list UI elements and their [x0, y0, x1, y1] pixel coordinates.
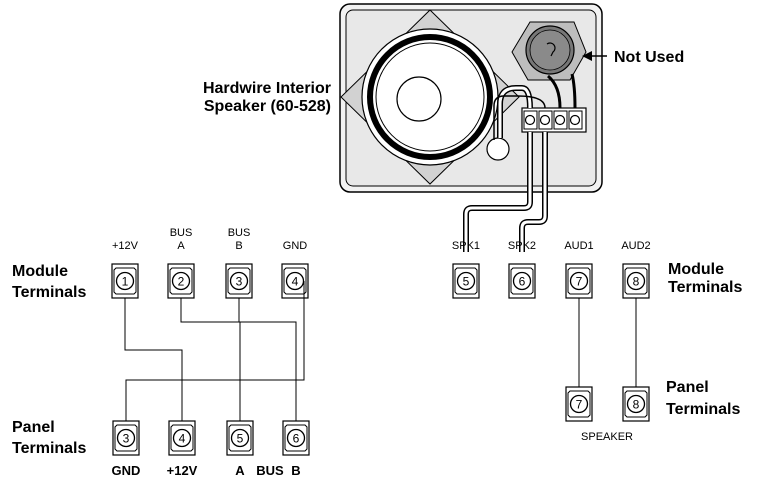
- left-panel-terminal-6: 6: [282, 420, 310, 456]
- bottom-label-12v: +12V: [167, 463, 198, 478]
- left-header-1-line2: +12V: [112, 240, 139, 252]
- not-used-arrowhead: [582, 51, 592, 61]
- right-header-spk1: SPK1: [452, 240, 480, 252]
- buzzer: [511, 21, 587, 81]
- left-panel-terminal-5: 5: [226, 420, 254, 456]
- left-panel-label-line1: Panel: [12, 419, 55, 436]
- left-module-terminal-3: 3: [225, 263, 253, 299]
- svg-text:4: 4: [292, 275, 299, 289]
- svg-text:3: 3: [236, 275, 243, 289]
- not-used-label: Not Used: [614, 49, 684, 66]
- left-panel-terminal-3: 3: [112, 420, 140, 456]
- right-module-terminal-8: 8: [622, 263, 650, 299]
- right-wiring: [578, 298, 637, 387]
- speaker-caption: SPEAKER: [581, 431, 633, 443]
- left-header-2-line2: A: [177, 240, 185, 252]
- right-panel-terminal-7: 7: [565, 386, 593, 422]
- speaker-title-line2: Speaker (60-528): [204, 98, 331, 115]
- right-panel-label-line2: Terminals: [666, 401, 741, 418]
- interior-speaker: [339, 3, 603, 193]
- svg-text:7: 7: [576, 275, 583, 289]
- right-header-aud2: AUD2: [621, 240, 650, 252]
- left-header-4-line2: GND: [283, 240, 308, 252]
- svg-text:2: 2: [178, 275, 185, 289]
- right-module-label-line2: Terminals: [668, 279, 743, 296]
- svg-text:6: 6: [519, 275, 526, 289]
- svg-text:7: 7: [576, 398, 583, 412]
- bottom-label-a: A: [235, 463, 245, 478]
- speaker-title-line1: Hardwire Interior: [203, 80, 331, 97]
- svg-text:4: 4: [179, 432, 186, 446]
- left-module-terminal-1: 1: [111, 263, 139, 299]
- right-header-aud1: AUD1: [564, 240, 593, 252]
- svg-text:6: 6: [293, 432, 300, 446]
- right-panel-terminal-8: 8: [622, 386, 650, 422]
- left-header-2-line1: BUS: [170, 227, 193, 239]
- right-module-terminal-6: 6: [508, 263, 536, 299]
- right-module-label-line1: Module: [668, 261, 724, 278]
- left-header-3-line2: B: [235, 240, 242, 252]
- right-header-spk2: SPK2: [508, 240, 536, 252]
- svg-text:8: 8: [633, 275, 640, 289]
- left-module-terminal-2: 2: [167, 263, 195, 299]
- left-module-label-line2: Terminals: [12, 284, 87, 301]
- speaker-terminal-block: [521, 107, 587, 133]
- left-panel-label-line2: Terminals: [12, 440, 87, 457]
- svg-text:3: 3: [123, 432, 130, 446]
- svg-text:1: 1: [122, 275, 129, 289]
- bottom-label-bus: BUS: [256, 463, 284, 478]
- right-module-terminal-7: 7: [565, 263, 593, 299]
- bottom-label-gnd: GND: [112, 463, 141, 478]
- left-wiring: [124, 281, 305, 422]
- left-panel-terminal-4: 4: [168, 420, 196, 456]
- speaker-leads: [463, 132, 548, 252]
- bottom-label-b: B: [291, 463, 300, 478]
- left-module-terminal-4: 4: [281, 263, 309, 299]
- left-header-3-line1: BUS: [228, 227, 251, 239]
- right-module-terminal-5: 5: [452, 263, 480, 299]
- left-module-label-line1: Module: [12, 263, 68, 280]
- svg-text:5: 5: [237, 432, 244, 446]
- svg-text:5: 5: [463, 275, 470, 289]
- right-panel-label-line1: Panel: [666, 379, 709, 396]
- svg-text:8: 8: [633, 398, 640, 412]
